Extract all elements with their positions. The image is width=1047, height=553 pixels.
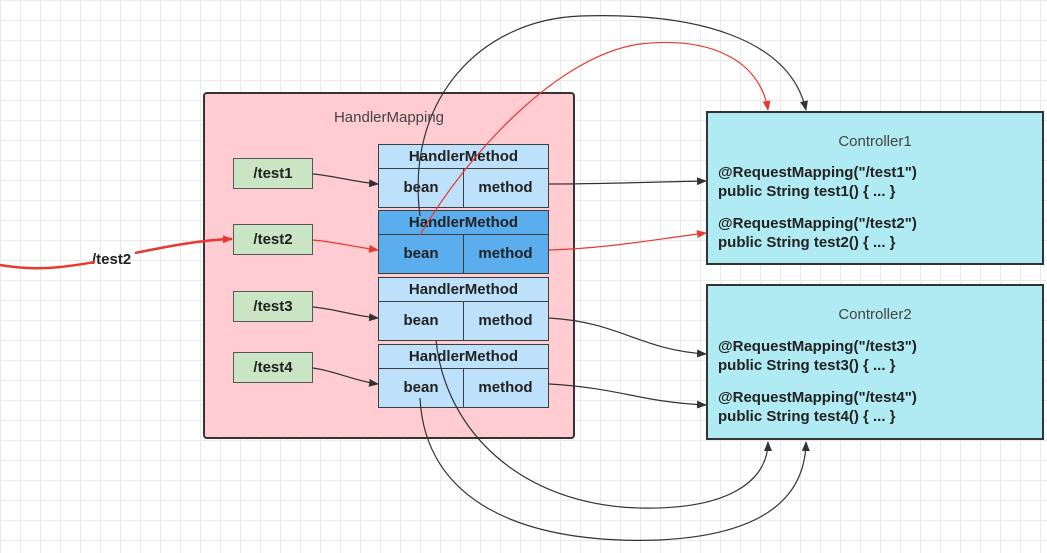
handler-method-method: method (478, 179, 533, 196)
method-signature: public String test1() { ... } (718, 183, 896, 200)
request-arrow (0, 260, 96, 270)
path-test3: /test3 (233, 291, 313, 322)
controller1-box: Controller1 @RequestMapping("/test1") pu… (706, 111, 1044, 265)
handler-method-4: HandlerMethod bean method (378, 344, 549, 408)
handler-method-method: method (478, 312, 533, 329)
controller2-method-test3: @RequestMapping("/test3") public String … (718, 337, 917, 375)
handler-method-1: HandlerMethod bean method (378, 144, 549, 208)
request-mapping-annotation: @RequestMapping("/test4") (718, 389, 917, 406)
handler-method-bean: bean (379, 168, 464, 207)
handler-method-3: HandlerMethod bean method (378, 277, 549, 341)
controller1-title: Controller1 (838, 133, 912, 150)
request-label: /test2 (92, 251, 132, 268)
handler-method-method: method (478, 245, 533, 262)
handler-method-bean: bean (379, 301, 464, 340)
handler-method-2: HandlerMethod bean method (378, 210, 549, 274)
request-mapping-annotation: @RequestMapping("/test2") (718, 215, 917, 232)
handler-method-header: HandlerMethod (379, 278, 548, 302)
handler-method-bean: bean (379, 234, 464, 273)
handler-mapping-title: HandlerMapping (333, 109, 445, 126)
handler-method-header: HandlerMethod (379, 345, 548, 369)
path-test4: /test4 (233, 352, 313, 383)
controller2-box: Controller2 @RequestMapping("/test3") pu… (706, 284, 1044, 440)
handler-method-bean: bean (379, 368, 464, 407)
method-signature: public String test4() { ... } (718, 408, 896, 425)
controller2-title: Controller2 (838, 306, 912, 323)
handler-method-method: method (478, 379, 533, 396)
controller2-method-test4: @RequestMapping("/test4") public String … (718, 388, 917, 426)
controller1-method-test2: @RequestMapping("/test2") public String … (718, 214, 917, 252)
request-mapping-annotation: @RequestMapping("/test1") (718, 164, 917, 181)
method-signature: public String test3() { ... } (718, 357, 896, 374)
method-signature: public String test2() { ... } (718, 234, 896, 251)
path-test2: /test2 (233, 224, 313, 255)
controller1-method-test1: @RequestMapping("/test1") public String … (718, 163, 917, 201)
path-test1: /test1 (233, 158, 313, 189)
request-mapping-annotation: @RequestMapping("/test3") (718, 338, 917, 355)
handler-method-header: HandlerMethod (379, 145, 548, 169)
handler-method-header: HandlerMethod (379, 211, 548, 235)
